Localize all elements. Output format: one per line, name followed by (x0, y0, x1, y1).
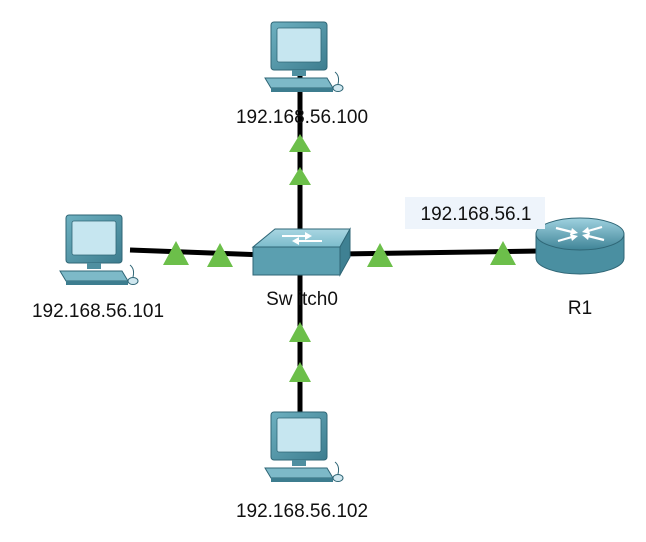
pc-top[interactable]: 192.168.56.100 (236, 21, 368, 128)
pc-icon (264, 411, 344, 483)
link-pc-left-switch[interactable] (129, 247, 266, 258)
link-up-triangle (367, 243, 393, 267)
pc-bottom[interactable]: 192.168.56.102 (236, 411, 368, 522)
link-up-triangle (163, 241, 189, 265)
switch-label: Sw itch0 (266, 289, 338, 310)
link-up-triangle (289, 134, 311, 152)
pc-left[interactable]: 192.168.56.101 (32, 214, 164, 322)
switch[interactable]: Sw itch0 (251, 227, 351, 310)
router-label: R1 (568, 298, 592, 319)
link-switch-router[interactable] (339, 248, 541, 257)
pc-icon (59, 214, 139, 286)
link-up-triangle (490, 241, 516, 265)
pc-left-label: 192.168.56.101 (32, 301, 164, 322)
link-up-triangle (207, 243, 233, 267)
pc-top-label: 192.168.56.100 (236, 107, 368, 128)
pc-icon (264, 21, 344, 93)
router[interactable]: R1 (535, 217, 625, 319)
router-icon (535, 217, 625, 275)
pc-bottom-label: 192.168.56.102 (236, 501, 368, 522)
label-highlight-box (405, 197, 545, 229)
link-up-triangle (289, 322, 311, 342)
router-interface-ip-label: 192.168.56.1 (421, 204, 532, 225)
link-up-triangle (289, 167, 311, 185)
link-status-indicators (163, 134, 516, 382)
router-interface-ip: 192.168.56.1 (405, 197, 545, 229)
switch-icon (251, 227, 351, 277)
link-up-triangle (289, 362, 311, 382)
